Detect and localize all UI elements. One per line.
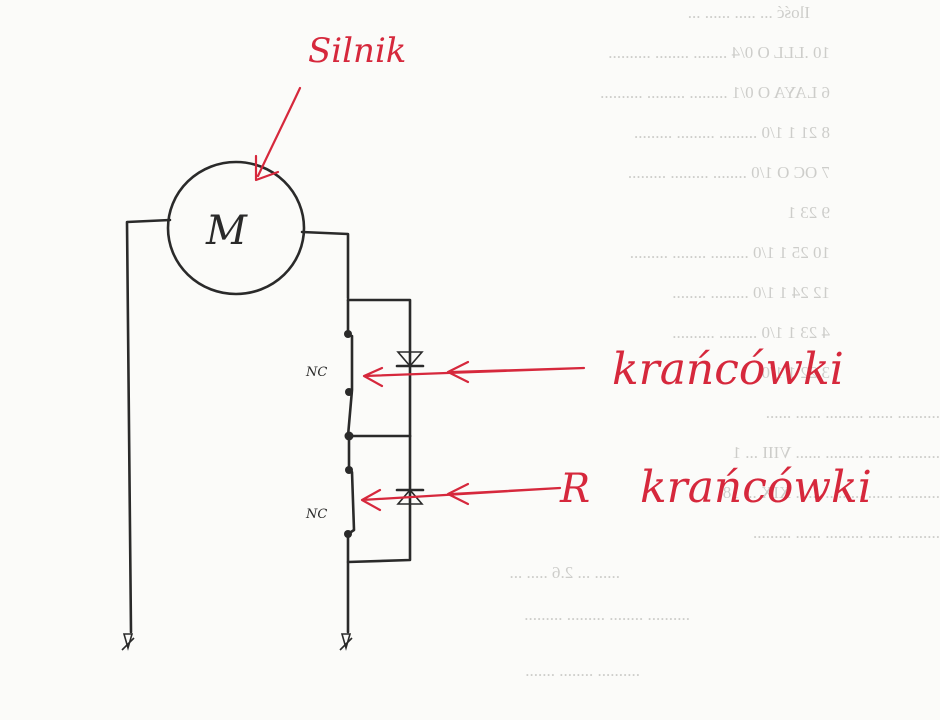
motor-symbol: M (205, 208, 248, 254)
svg-text:Ilość ... ..... ...... ...: Ilość ... ..... ...... ... (688, 3, 810, 22)
svg-text:...... ... 2.6 ..... ...: ...... ... 2.6 ..... ... (510, 563, 621, 582)
top-switch-node-top (344, 330, 352, 338)
svg-text:.......... ........ .........: .......... ........ ......... ......... (524, 605, 690, 624)
bottom-limit-arrow (362, 488, 560, 510)
left-terminal (122, 634, 134, 650)
motor-arrow (256, 88, 300, 180)
bleed-through-texture: Ilość ... ..... ...... ... 10 .LLL O 0/4… (510, 3, 940, 680)
motor-label: Silnik (308, 31, 406, 71)
upper-bus (348, 300, 410, 436)
limit-switch-label-bottom: krańcówki (640, 462, 872, 513)
svg-text:.......... ...... ......... ..: .......... ...... ......... ...... .....… (753, 523, 940, 542)
svg-text:6 LAYA O 0/1 .......: 6 LAYA O 0/1 ......... ......... .......… (600, 83, 830, 102)
bottom-switch-node-top (345, 466, 353, 474)
top-switch-contact (348, 300, 352, 436)
svg-text:.......... ........ .......: .......... ........ ....... (525, 661, 640, 680)
top-switch-node-bottom (345, 388, 353, 396)
right-terminal (340, 634, 352, 650)
svg-text:10 .LLL O 0/4 ...: 10 .LLL O 0/4 ........ ........ ........… (608, 43, 830, 62)
top-limit-arrow (364, 368, 584, 386)
svg-text:8 21 1 1/0 ....: 8 21 1 1/0 ......... ......... ......... (634, 123, 830, 142)
limit-switch-label-top: krańcówki (612, 344, 844, 395)
svg-text:12 24 1 1/0 ....: 12 24 1 1/0 ......... ........ (672, 283, 830, 302)
left-supply-wire (127, 220, 170, 632)
svg-text:10 25 1 1/0 ....: 10 25 1 1/0 ......... ........ ......... (630, 243, 830, 262)
svg-text:7 OC O 1/0 .....: 7 OC O 1/0 ........ ......... ......... (628, 163, 830, 182)
svg-text:.......... ...... ......... ..: .......... ...... ......... ...... .....… (766, 403, 940, 422)
bottom-switch-contact (348, 436, 354, 534)
motor-right-wire (302, 232, 348, 298)
limit-switch-label-bottom-prefix: R (559, 466, 590, 512)
svg-text:.......... ...... ......... ..: .......... ...... ......... ...... VIII … (733, 443, 940, 462)
top-switch-marking: NC (305, 365, 327, 380)
bottom-switch-marking: NC (305, 507, 327, 522)
svg-text:9 23 1: 9 23 1 (788, 203, 831, 222)
svg-text:4 23 1 1/0 ....: 4 23 1 1/0 ......... .......... (672, 323, 830, 342)
